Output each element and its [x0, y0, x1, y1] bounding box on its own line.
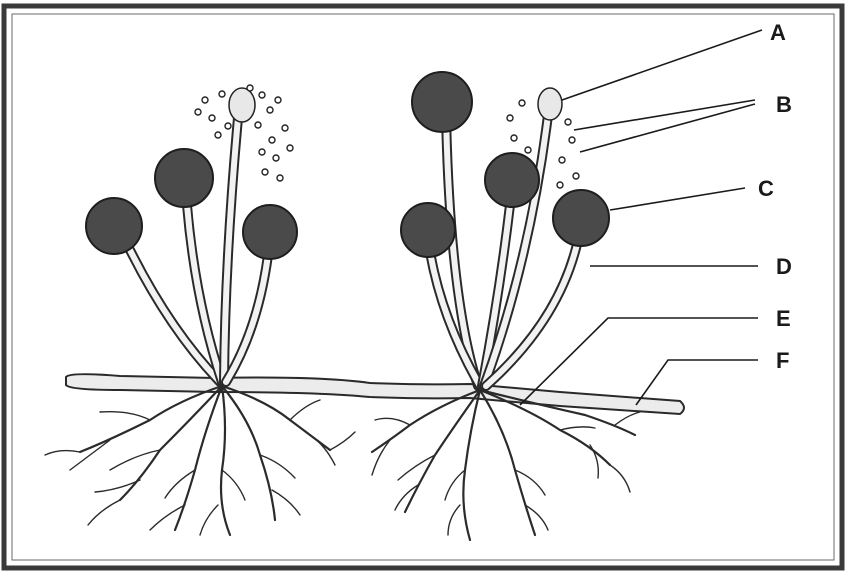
sporangium	[412, 72, 472, 132]
sporangium	[401, 203, 455, 257]
sporangium	[243, 205, 297, 259]
right-rhizoids	[372, 390, 640, 540]
sporangium	[553, 190, 609, 246]
label-c: C	[758, 176, 774, 201]
stolon	[66, 374, 684, 414]
leader-line-b1	[574, 100, 755, 130]
sporangium	[86, 198, 142, 254]
leader-line-b2	[580, 104, 755, 152]
left-rhizoids	[45, 386, 355, 535]
leader-line-c	[610, 188, 745, 210]
label-b: B	[776, 92, 792, 117]
sporangium	[155, 149, 213, 207]
label-e: E	[776, 306, 791, 331]
burst-sporangium	[229, 88, 255, 122]
burst-sporangium	[538, 88, 562, 120]
label-f: F	[776, 348, 789, 373]
sporangium	[485, 153, 539, 207]
label-a: A	[770, 20, 786, 45]
label-d: D	[776, 254, 792, 279]
part-labels: A B C D E F	[758, 20, 792, 373]
leader-line-a	[562, 30, 762, 100]
